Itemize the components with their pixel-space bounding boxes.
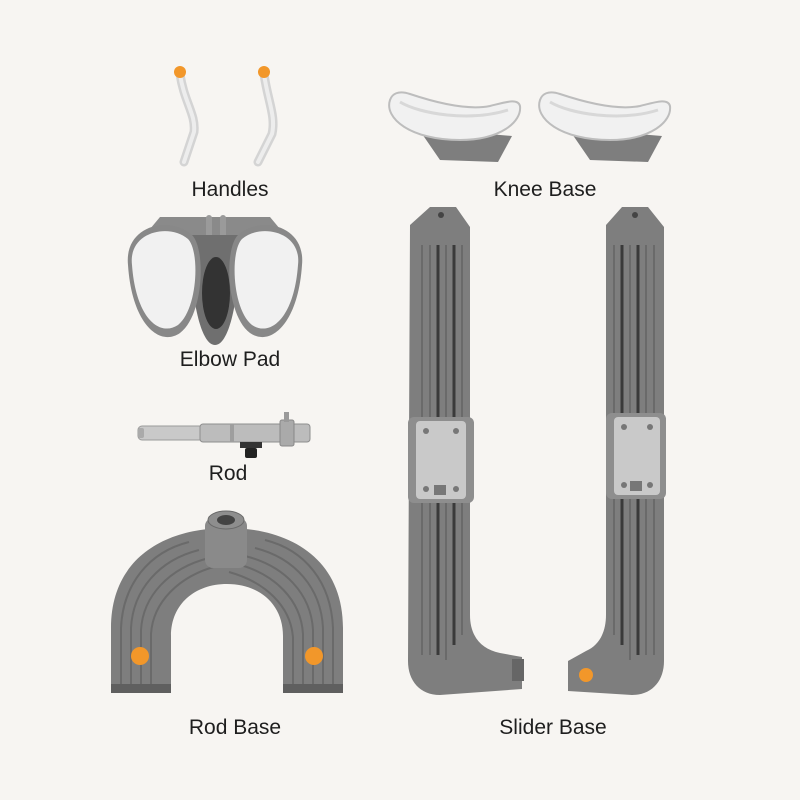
handles-label: Handles (191, 178, 269, 201)
handles-illustration (174, 66, 278, 167)
rod-label: Rod (208, 462, 248, 485)
knee-base-illustration (388, 91, 672, 162)
slider-base-label: Slider Base (499, 716, 607, 739)
rod-base-label: Rod Base (188, 716, 282, 739)
rod-illustration (137, 412, 311, 458)
knee-base-left (388, 91, 522, 162)
knee-base-right (538, 91, 672, 162)
slider-base-illustration (408, 207, 666, 695)
handle-right (253, 66, 278, 167)
slider-base-right (568, 207, 666, 695)
elbow-pad-illustration (127, 215, 303, 345)
rod-base-illustration (111, 510, 343, 693)
elbow-pad-label: Elbow Pad (179, 348, 281, 371)
handle-left (174, 66, 199, 167)
knee-base-label: Knee Base (493, 178, 597, 201)
slider-base-left (408, 207, 524, 695)
